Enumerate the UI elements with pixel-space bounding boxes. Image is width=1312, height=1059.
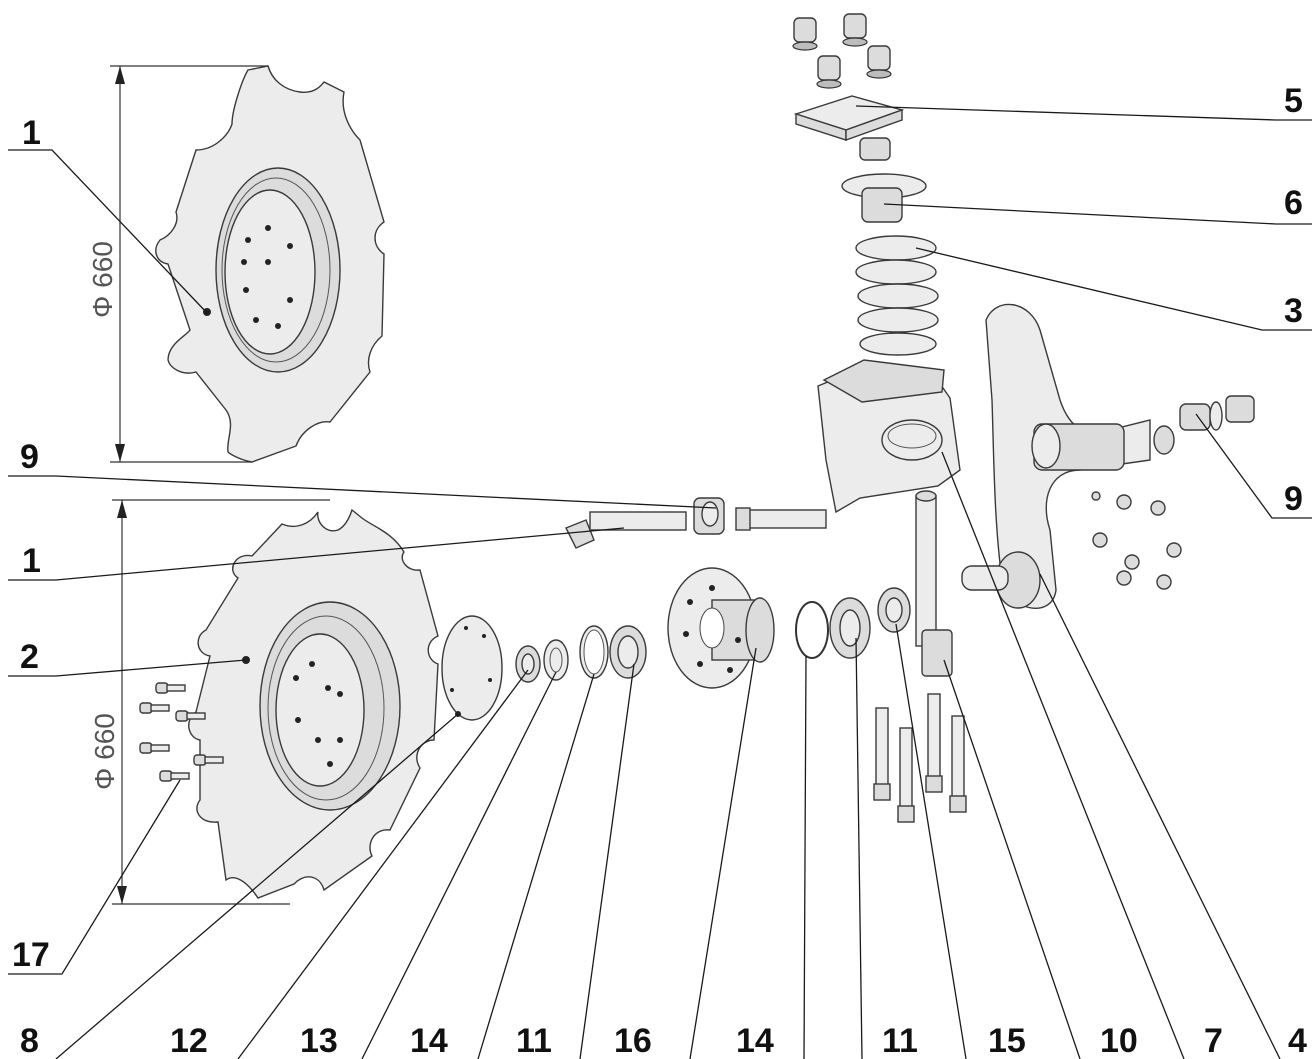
coil-spring [855, 235, 939, 356]
callout-bottom-10: 10 [1100, 1022, 1138, 1059]
spring-bracket [817, 359, 961, 514]
callout-1-top: 1 [22, 114, 41, 152]
callout-bottom-8: 8 [20, 1022, 39, 1059]
top-disc-dimension: Φ 660 [87, 65, 268, 463]
long-bolts [873, 693, 967, 823]
callout-5: 5 [1284, 82, 1303, 120]
top-notched-disc [155, 65, 385, 463]
nut-and-rings [515, 625, 647, 683]
bearing-set [795, 587, 911, 659]
callout-bottom-12: 12 [170, 1022, 208, 1059]
callout-labels: 1 5 6 3 9 9 1 2 17 8 12 13 14 11 16 14 1… [12, 82, 1307, 1059]
top-plate-and-nuts [792, 13, 927, 223]
curved-shank [961, 303, 1255, 609]
pin-assembly [565, 497, 827, 549]
callout-17: 17 [12, 936, 50, 974]
callout-bottom-11a: 11 [516, 1022, 552, 1059]
callout-bottom-15: 15 [988, 1022, 1026, 1059]
callout-2: 2 [20, 638, 39, 676]
callout-3: 3 [1284, 292, 1303, 330]
callout-9-left: 9 [20, 438, 39, 476]
callout-bottom-7: 7 [1204, 1022, 1223, 1059]
callout-1-mid: 1 [22, 542, 41, 580]
bottom-disc-diameter-label: Φ 660 [89, 713, 120, 790]
loose-nuts [1091, 491, 1182, 590]
top-disc-diameter-label: Φ 660 [87, 241, 118, 318]
disc-bolts [139, 682, 224, 782]
callout-bottom-13: 13 [300, 1022, 338, 1059]
bottom-notched-disc [188, 508, 439, 899]
bottom-disc-dimension: Φ 660 [89, 499, 330, 905]
hub-cover-plate [441, 615, 503, 721]
callout-bottom-14a: 14 [410, 1022, 448, 1059]
callout-bottom-4: 4 [1288, 1022, 1307, 1059]
callout-9-right: 9 [1284, 480, 1303, 518]
callout-bottom-11b: 11 [882, 1022, 918, 1059]
callout-6: 6 [1284, 184, 1303, 222]
axle-shaft [915, 490, 953, 677]
leader-lines [8, 105, 1312, 1059]
callout-bottom-14b: 14 [736, 1022, 774, 1059]
callout-bottom-16: 16 [614, 1022, 652, 1059]
wheel-hub [667, 567, 775, 689]
